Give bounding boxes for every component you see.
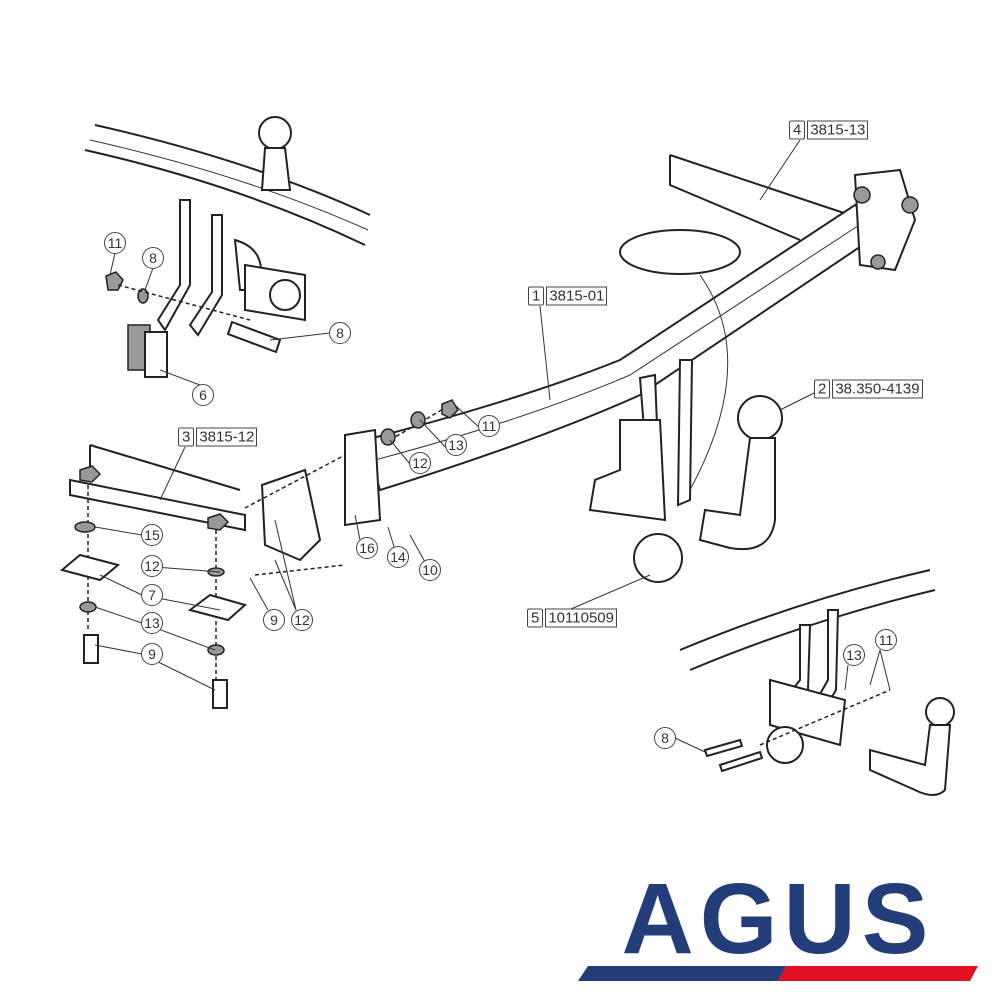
- callout: 8: [329, 322, 351, 344]
- callout: 13: [445, 434, 467, 456]
- callout: 11: [104, 232, 126, 254]
- callout: 11: [875, 629, 897, 651]
- inset-bottom-right: [679, 569, 955, 796]
- callout: 10: [419, 559, 441, 581]
- tow-ball-assembly: [588, 359, 783, 583]
- callout: 16: [356, 537, 378, 559]
- callout: 9: [263, 609, 285, 631]
- callout: 8: [142, 247, 164, 269]
- inset-top-left: [84, 116, 371, 378]
- logo-stripe-red: [778, 966, 978, 981]
- callout: 13: [141, 612, 163, 634]
- callout: 12: [291, 609, 313, 631]
- callout: 14: [387, 546, 409, 568]
- callout: 7: [141, 584, 163, 606]
- callout: 11: [478, 415, 500, 437]
- callout: 13: [843, 644, 865, 666]
- callout: 15: [141, 524, 163, 546]
- side-bracket-left: [59, 399, 459, 709]
- leader-lines: [94, 139, 891, 753]
- callout: 9: [141, 643, 163, 665]
- logo-text: AGUS: [622, 868, 935, 975]
- main-crossbar: [260, 154, 919, 562]
- callout: 6: [192, 384, 214, 406]
- callout: 12: [409, 452, 431, 474]
- callout: 12: [141, 555, 163, 577]
- logo-stripe-blue: [578, 966, 786, 981]
- agus-logo: AGUS: [578, 868, 978, 981]
- callout: 8: [654, 727, 676, 749]
